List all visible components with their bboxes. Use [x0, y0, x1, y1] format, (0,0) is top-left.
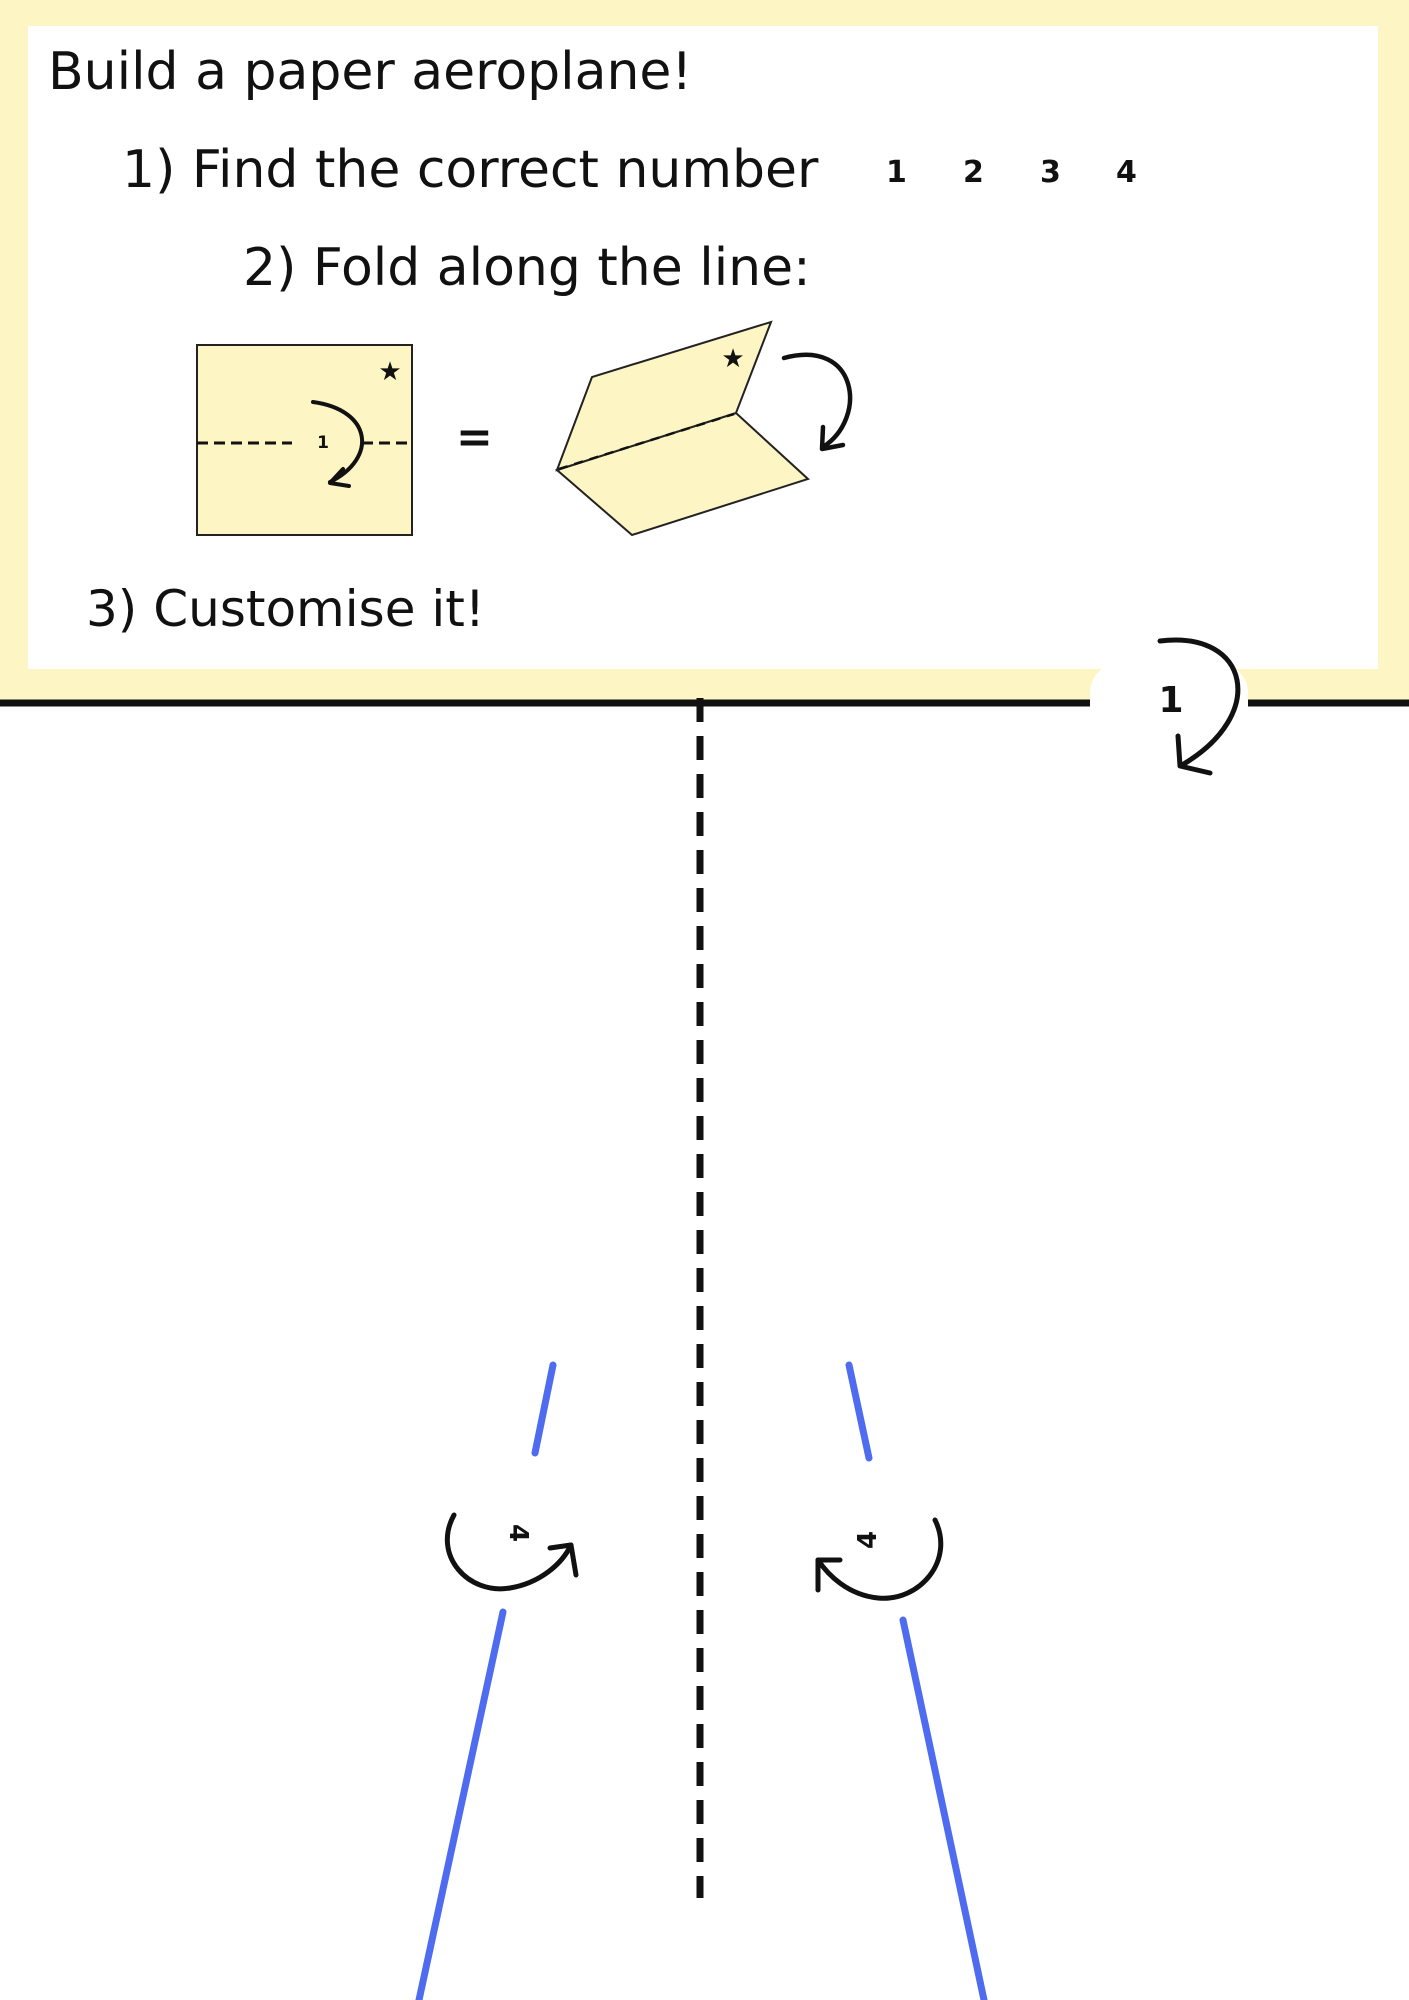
number-choice-2: 2: [963, 155, 984, 190]
step-2-text: 2) Fold along the line:: [243, 238, 811, 298]
right-wing-fold: 4: [815, 1361, 988, 2000]
fold-over-arrow-icon: [781, 352, 853, 450]
number-choice-4: 4: [1116, 155, 1137, 190]
fold-tab-number: 1: [1158, 680, 1183, 721]
tab-fold-arrow-icon: [1157, 637, 1241, 768]
number-choice-3: 3: [1040, 155, 1061, 190]
left-wing-fold: 4: [415, 1361, 579, 2000]
left-wing-fold-number: 4: [503, 1524, 533, 1542]
number-choice-1: 1: [886, 155, 907, 190]
star-icon: ★: [378, 357, 401, 387]
left-wing-fold-arrow-icon: [445, 1512, 574, 1592]
fold-arrow-icon: [311, 400, 365, 484]
page-title: Build a paper aeroplane!: [48, 42, 693, 102]
step-1-text: 1) Find the correct number: [122, 140, 819, 200]
right-wing-fold-number: 4: [853, 1531, 883, 1549]
folded-paper-diagram: ★: [554, 320, 853, 537]
flat-paper-diagram: 1 ★: [196, 344, 413, 536]
fold-number-label: 1: [317, 433, 329, 453]
step-3-text: 3) Customise it!: [86, 580, 485, 638]
equals-sign: =: [456, 412, 493, 463]
right-wing-fold-arrow-icon: [815, 1517, 944, 1601]
star-icon-folded: ★: [721, 344, 744, 374]
fold-tab: 1: [1090, 637, 1248, 776]
